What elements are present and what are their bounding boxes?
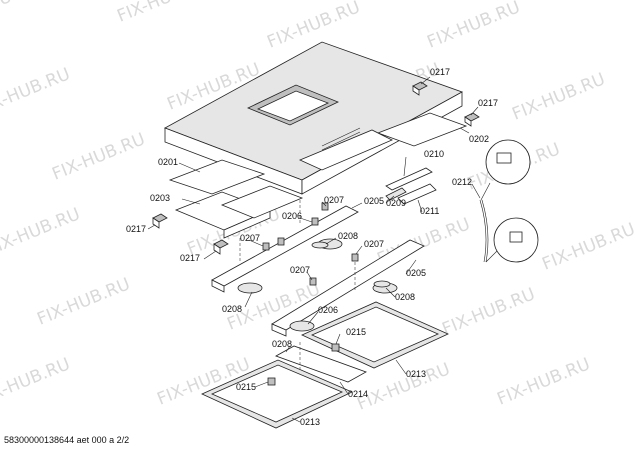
watermark: FIX-HUB.RU bbox=[0, 204, 83, 259]
label-0215: 0215 bbox=[236, 382, 256, 392]
label-0213: 0213 bbox=[406, 369, 426, 379]
label-0208: 0208 bbox=[272, 339, 292, 349]
watermark: FIX-HUB.RU bbox=[34, 274, 133, 329]
label-0207: 0207 bbox=[324, 195, 344, 205]
switch-0207-d bbox=[321, 202, 329, 211]
label-0203: 0203 bbox=[150, 193, 170, 203]
label-0214: 0214 bbox=[348, 389, 368, 399]
document-id-footer: 58300000138644 aet 000 a 2/2 bbox=[4, 435, 129, 445]
label-0217: 0217 bbox=[478, 98, 498, 108]
switch-0207-c bbox=[309, 277, 317, 286]
label-0207: 0207 bbox=[290, 265, 310, 275]
watermark: FIX-HUB.RU bbox=[494, 354, 593, 409]
watermark: FIX-HUB.RU bbox=[0, 64, 73, 119]
module-0210 bbox=[385, 167, 433, 191]
switch-0207-b bbox=[351, 253, 359, 262]
clip-0217-d bbox=[213, 239, 229, 255]
cable-harness-0212 bbox=[479, 139, 539, 263]
module-0209 bbox=[385, 187, 407, 201]
watermark: FIX-HUB.RU bbox=[0, 354, 73, 409]
clip-0217-b bbox=[464, 112, 480, 127]
lamp-0208-a bbox=[311, 241, 329, 249]
panel-0201 bbox=[168, 159, 266, 195]
label-0205: 0205 bbox=[406, 268, 426, 278]
clip-0215-a bbox=[331, 343, 340, 352]
label-0217: 0217 bbox=[126, 224, 146, 234]
watermark: FIX-HUB.RU bbox=[354, 359, 453, 414]
panel-0202 bbox=[376, 112, 468, 147]
label-0209: 0209 bbox=[386, 198, 406, 208]
label-0213: 0213 bbox=[300, 417, 320, 427]
clip-0215-b bbox=[267, 377, 276, 386]
cover-plate bbox=[220, 129, 393, 219]
switch-0206-b bbox=[277, 237, 285, 246]
label-0207: 0207 bbox=[364, 239, 384, 249]
watermark: FIX-HUB.RU bbox=[509, 69, 608, 124]
label-0210: 0210 bbox=[424, 149, 444, 159]
watermark: FIX-HUB.RU bbox=[114, 0, 213, 27]
label-0207: 0207 bbox=[240, 233, 260, 243]
grease-filter-0213-lower bbox=[201, 359, 353, 429]
label-0205: 0205 bbox=[364, 196, 384, 206]
switch-0206-a bbox=[311, 217, 319, 226]
label-0202: 0202 bbox=[469, 134, 489, 144]
watermark: FIX-HUB.RU bbox=[0, 0, 53, 27]
watermark: FIX-HUB.RU bbox=[49, 129, 148, 184]
label-0215: 0215 bbox=[346, 327, 366, 337]
leader-lines bbox=[147, 76, 481, 423]
label-0212: 0212 bbox=[452, 177, 472, 187]
lamp-0208-b bbox=[373, 280, 391, 288]
module-0211 bbox=[397, 183, 437, 205]
label-0201: 0201 bbox=[158, 157, 178, 167]
watermark: FIX-HUB.RU bbox=[539, 219, 636, 274]
label-0217: 0217 bbox=[430, 67, 450, 77]
switch-0207-a bbox=[262, 242, 270, 251]
watermark: FIX-HUB.RU bbox=[424, 0, 523, 53]
grease-filter-0213-upper bbox=[301, 301, 449, 369]
clip-0217-c bbox=[152, 213, 168, 229]
watermark: FIX-HUB.RU bbox=[264, 0, 363, 53]
part-labels: 0217 0217 0202 0201 0203 0217 0217 0207 … bbox=[126, 67, 498, 427]
label-0208: 0208 bbox=[338, 231, 358, 241]
label-0208: 0208 bbox=[395, 292, 415, 302]
label-0211: 0211 bbox=[420, 206, 439, 216]
label-0217: 0217 bbox=[180, 253, 200, 263]
label-0208: 0208 bbox=[222, 304, 242, 314]
watermark: FIX-HUB.RU bbox=[439, 284, 538, 339]
label-0206: 0206 bbox=[318, 305, 338, 315]
clip-0217-a bbox=[412, 81, 428, 96]
label-0206: 0206 bbox=[282, 211, 302, 221]
rail-0205-upper bbox=[211, 205, 359, 294]
